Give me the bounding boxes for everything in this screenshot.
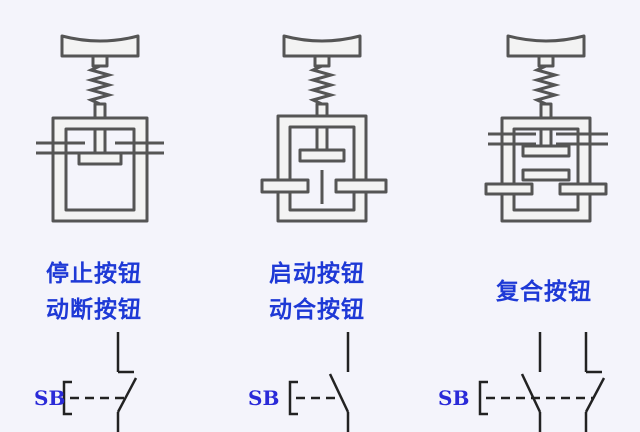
lower-fixed-left — [484, 182, 534, 196]
button-stem — [313, 54, 331, 68]
contact-bridge — [77, 151, 123, 166]
contact-bridge — [298, 148, 346, 163]
stop-button-label: 停止按钮 — [46, 261, 142, 287]
start-button-mechanism — [260, 34, 388, 223]
return-spring — [85, 64, 115, 106]
upper-contact-bridge — [521, 144, 571, 158]
return-spring — [307, 64, 337, 106]
fixed-contact-right — [334, 178, 388, 194]
compound-button-label: 复合按钮 — [496, 279, 592, 305]
outer-housing — [51, 116, 149, 223]
stop-button-mechanism — [36, 34, 164, 223]
start-button-label: 启动按钮 — [269, 261, 365, 287]
compound-symbol-text: SB — [438, 386, 470, 410]
lower-fixed-right — [558, 182, 608, 196]
compound-button-mechanism — [484, 34, 608, 223]
normally-open-label: 动合按钮 — [269, 297, 365, 323]
start-symbol-text: SB — [248, 386, 280, 410]
normally-closed-label: 动断按钮 — [46, 297, 142, 323]
compound-button-symbol — [478, 332, 606, 432]
button-cap — [282, 34, 362, 58]
fixed-contact-left — [260, 178, 310, 194]
lower-contact-bridge — [521, 168, 571, 182]
button-stem — [91, 54, 109, 68]
start-button-symbol — [288, 332, 350, 432]
stop-symbol-text: SB — [34, 386, 66, 410]
return-spring — [531, 64, 561, 106]
button-cap — [60, 34, 140, 58]
button-stem — [537, 54, 555, 68]
stop-button-symbol — [62, 332, 138, 432]
button-cap — [506, 34, 586, 58]
